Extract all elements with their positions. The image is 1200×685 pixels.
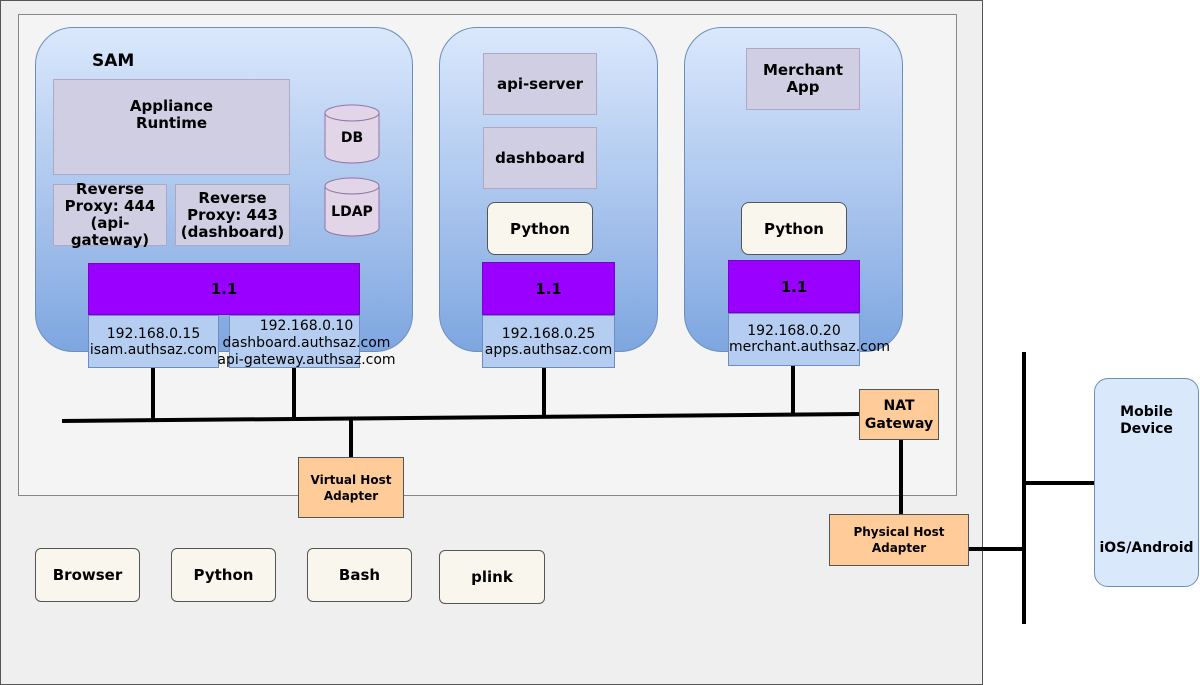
api-nic: 1.1 bbox=[482, 262, 615, 315]
browser-tool-box: Browser bbox=[35, 548, 140, 602]
sam-ip-secondary-fill bbox=[229, 315, 360, 368]
reverse-proxy-444-box: Reverse Proxy: 444 (api-gateway) bbox=[53, 181, 167, 249]
virtual-network-bus-line bbox=[61, 412, 861, 423]
python-tool-box: Python bbox=[171, 548, 276, 602]
nat-gateway-box: NAT Gateway bbox=[859, 389, 939, 440]
mobile-os-label: iOS/Android bbox=[1099, 540, 1194, 556]
ldap-label: LDAP bbox=[331, 204, 373, 220]
ldap-cylinder-icon bbox=[324, 177, 380, 237]
merchant-ip: 192.168.0.20 merchant.authsaz.com bbox=[728, 313, 890, 366]
db-label: DB bbox=[340, 130, 364, 146]
db-cylinder-icon bbox=[324, 104, 380, 164]
sam-ip-primary: 192.168.0.15 isam.authsaz.com bbox=[88, 315, 219, 368]
reverse-proxy-443-box: Reverse Proxy: 443 (dashboard) bbox=[175, 184, 290, 246]
mobile-device-title: Mobile Device bbox=[1120, 404, 1173, 437]
sam-ip-secondary: 192.168.0.10 dashboard.authsaz.com api-g… bbox=[217, 318, 396, 368]
sam-nic: 1.1 bbox=[88, 263, 360, 315]
bash-tool-box: Bash bbox=[307, 548, 412, 602]
api-server-box: api-server bbox=[483, 53, 597, 115]
mobile-device-box bbox=[1094, 378, 1199, 587]
appliance-runtime-box: Appliance Runtime bbox=[53, 79, 290, 175]
dashboard-box: dashboard bbox=[483, 127, 597, 189]
plink-tool-box: plink bbox=[439, 550, 545, 604]
merchant-python-box: Python bbox=[741, 202, 847, 255]
physical-host-adapter-box: Physical Host Adapter bbox=[829, 514, 969, 566]
merchant-app-box: Merchant App bbox=[746, 48, 860, 110]
merchant-nic: 1.1 bbox=[728, 260, 860, 313]
sam-ip-secondary-box: 192.168.0.10 dashboard.authsaz.com api-g… bbox=[217, 315, 396, 368]
sam-title: SAM bbox=[92, 51, 135, 71]
virtual-host-adapter-box: Virtual Host Adapter bbox=[298, 457, 404, 518]
api-python-box: Python bbox=[487, 202, 593, 255]
api-ip: 192.168.0.25 apps.authsaz.com bbox=[482, 315, 615, 368]
